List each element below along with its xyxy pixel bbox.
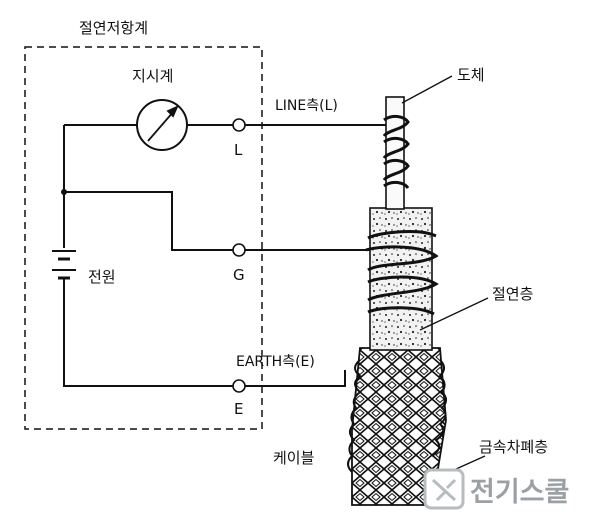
watermark-text: 전기스쿨 bbox=[470, 477, 569, 508]
battery-icon bbox=[52, 250, 76, 290]
terminal-e-label: E bbox=[234, 400, 243, 418]
earth-side-label: EARTH측(E) bbox=[236, 354, 315, 370]
cable-label: 케이블 bbox=[273, 449, 314, 467]
meter-label: 지시계 bbox=[132, 67, 173, 85]
meter-enclosure bbox=[24, 46, 263, 430]
terminal-l-label: L bbox=[234, 141, 243, 159]
diagram-title: 절연저항계 bbox=[79, 19, 148, 37]
insulation-label: 절연층 bbox=[492, 285, 533, 303]
line-wrap bbox=[382, 114, 410, 189]
power-label: 전원 bbox=[88, 268, 116, 286]
conductor-label: 도체 bbox=[457, 66, 485, 84]
junction-dot bbox=[61, 189, 67, 195]
shield-label: 금속차폐층 bbox=[479, 438, 548, 456]
watermark-logo: 전기스쿨 bbox=[423, 468, 569, 510]
meter-needle-icon bbox=[147, 105, 179, 142]
terminal-l bbox=[232, 118, 246, 132]
line-side-label: LINE측(L) bbox=[275, 98, 338, 114]
terminal-e bbox=[232, 379, 246, 393]
shield-edge bbox=[347, 359, 447, 473]
terminal-g-label: G bbox=[233, 266, 245, 284]
guard-wrap bbox=[365, 230, 439, 316]
circuit-wires bbox=[63, 124, 392, 387]
terminal-g bbox=[232, 243, 246, 257]
